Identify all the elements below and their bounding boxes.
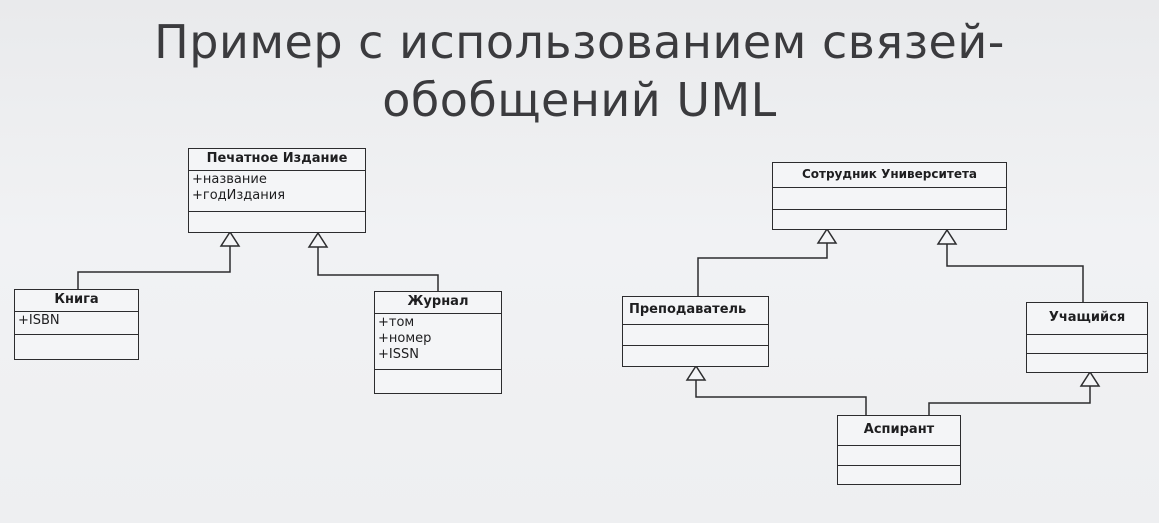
link-student-to-employee — [946, 244, 1084, 303]
link-postgrad-to-teacher — [695, 380, 867, 416]
class-teacher[interactable]: Преподаватель — [622, 296, 769, 367]
class-journal[interactable]: Журнал +том +номер +ISSN — [374, 291, 502, 394]
attribute: +ISBN — [18, 313, 60, 328]
generalization-arrow-postgrad-student — [1079, 370, 1101, 387]
class-book[interactable]: Книга +ISBN — [14, 289, 139, 360]
class-name: Книга — [15, 290, 138, 312]
class-university-employee[interactable]: Сотрудник Университета — [772, 162, 1007, 230]
attribute: +название — [192, 172, 267, 187]
class-name: Сотрудник Университета — [773, 163, 1006, 188]
attribute: +том — [378, 315, 415, 330]
link-teacher-to-employee — [697, 243, 828, 297]
class-name: Печатное Издание — [189, 149, 365, 171]
slide-title-line-1: Пример с использованием связей- — [154, 15, 1005, 69]
class-attributes: +название +годИздания — [189, 171, 365, 212]
class-name: Журнал — [375, 292, 501, 314]
link-book-to-printed-edition — [77, 246, 231, 290]
generalization-arrow-teacher — [816, 227, 838, 244]
class-student[interactable]: Учащийся — [1026, 302, 1148, 373]
attribute: +годИздания — [192, 188, 286, 203]
class-attributes — [1027, 335, 1147, 354]
attribute: +номер — [378, 331, 432, 346]
class-name: Аспирант — [838, 416, 960, 446]
attribute: +ISSN — [378, 347, 419, 362]
generalization-arrow-postgrad-teacher — [685, 364, 707, 381]
link-postgrad-to-student — [928, 386, 1091, 416]
generalization-arrow-book — [219, 230, 241, 247]
class-attributes: +ISBN — [15, 312, 138, 335]
generalization-arrow-journal — [307, 231, 329, 248]
link-journal-to-printed-edition — [317, 247, 439, 292]
generalization-arrow-student — [936, 228, 958, 245]
class-attributes — [623, 325, 768, 346]
slide-title-line-2: обобщений UML — [382, 73, 777, 127]
class-postgraduate[interactable]: Аспирант — [837, 415, 961, 485]
class-printed-edition[interactable]: Печатное Издание +название +годИздания — [188, 148, 366, 233]
class-attributes — [838, 446, 960, 466]
class-attributes — [773, 188, 1006, 210]
class-name: Преподаватель — [623, 297, 768, 325]
class-attributes: +том +номер +ISSN — [375, 314, 501, 370]
class-name: Учащийся — [1027, 303, 1147, 335]
